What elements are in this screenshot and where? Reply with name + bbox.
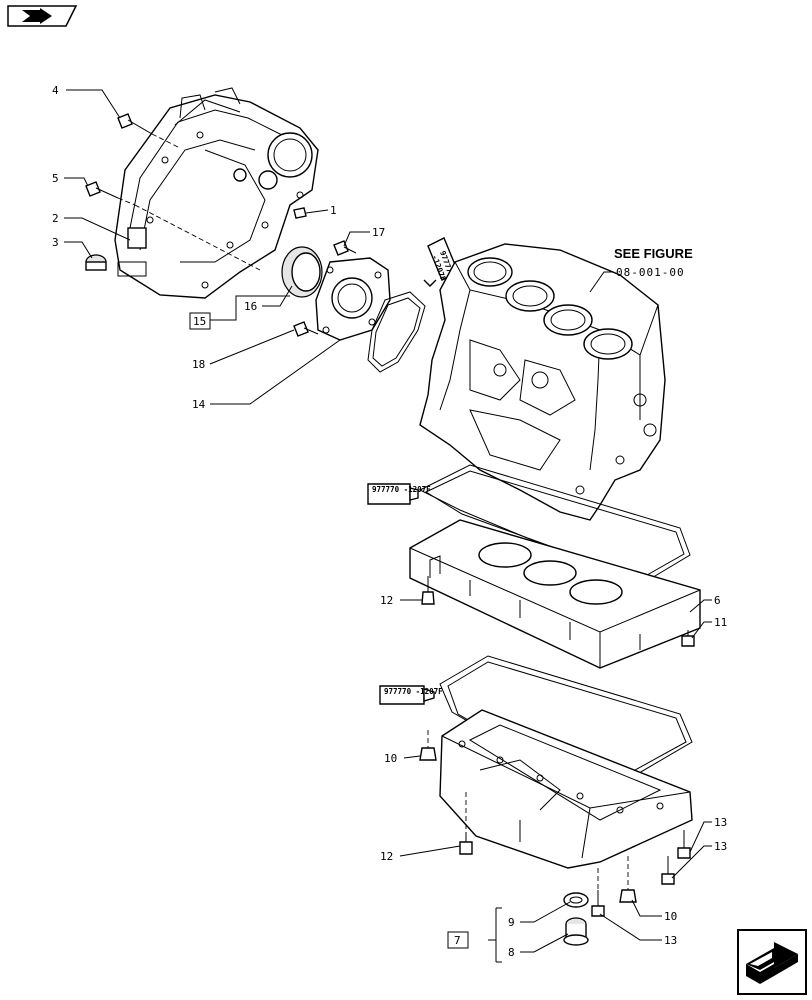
seal-carrier-14 [315, 257, 391, 341]
nut-10-left [419, 747, 437, 761]
adapter-gasket [418, 464, 691, 586]
washer-9 [563, 892, 589, 908]
callout-15-box[interactable]: 15 [189, 312, 211, 330]
rear-gasket [367, 291, 426, 373]
callout-3[interactable]: 3 [52, 236, 59, 249]
callout-13-upper[interactable]: 13 [714, 816, 727, 829]
next-page-button[interactable] [737, 929, 807, 995]
bolt-17 [333, 240, 357, 256]
callout-6[interactable]: 6 [714, 594, 721, 607]
back-to-index-button[interactable] [7, 5, 78, 27]
engine-block [419, 243, 666, 521]
tube-b-line1: 977770 -1207F [372, 485, 431, 494]
callout-16[interactable]: 16 [244, 300, 257, 313]
callout-17[interactable]: 17 [372, 226, 385, 239]
sealant-tube-c: 977770 -1207F [379, 685, 443, 705]
sealant-tube-b: 977770 -1207F [367, 483, 431, 505]
see-figure-code[interactable]: 08-001-00 [616, 266, 685, 279]
bolt-4 [117, 113, 181, 149]
bolt-5 [85, 181, 136, 206]
callout-1[interactable]: 1 [330, 204, 337, 217]
nut-10-bottom [619, 889, 637, 903]
callout-14[interactable]: 14 [192, 398, 206, 411]
bolt-11 [681, 630, 695, 647]
bolt-18 [293, 321, 319, 337]
callout-11[interactable]: 11 [714, 616, 727, 629]
oil-pan-adapter-6 [409, 519, 701, 669]
callout-9[interactable]: 9 [508, 916, 515, 929]
callout-10-bottom[interactable]: 10 [664, 910, 677, 923]
callout-15: 15 [193, 315, 206, 328]
drain-plug-8 [563, 917, 589, 946]
callout-7: 7 [454, 934, 461, 947]
callout-7-box[interactable]: 7 [447, 931, 469, 949]
plug-3 [85, 254, 107, 271]
tube-c-line1: 977770 -1207F [384, 687, 443, 696]
bolt-12-lower [459, 832, 473, 855]
callout-2[interactable]: 2 [52, 212, 59, 225]
bolt-13-right-upper [677, 830, 691, 859]
callout-18[interactable]: 18 [192, 358, 205, 371]
arrow-bookmark-icon [22, 8, 52, 24]
see-figure-label: SEE FIGURE [614, 246, 693, 261]
arrow-next-page-icon [746, 942, 798, 984]
bolt-13-bottom [591, 890, 605, 917]
callout-10-left[interactable]: 10 [384, 752, 397, 765]
callout-13-middle[interactable]: 13 [714, 840, 727, 853]
callout-4[interactable]: 4 [52, 84, 59, 97]
bolt-12-upper [421, 576, 435, 605]
callout-8[interactable]: 8 [508, 946, 515, 959]
callout-12-upper[interactable]: 12 [380, 594, 393, 607]
callout-12-lower[interactable]: 12 [380, 850, 393, 863]
bolt-13-right-lower [661, 856, 675, 885]
oil-pan [439, 709, 693, 869]
leader-lines [64, 89, 712, 963]
dowel-pin-1 [293, 207, 307, 219]
callout-5[interactable]: 5 [52, 172, 59, 185]
flywheel-housing [114, 87, 319, 299]
rear-seal-16 [281, 246, 323, 298]
callout-13-bottom[interactable]: 13 [664, 934, 677, 947]
